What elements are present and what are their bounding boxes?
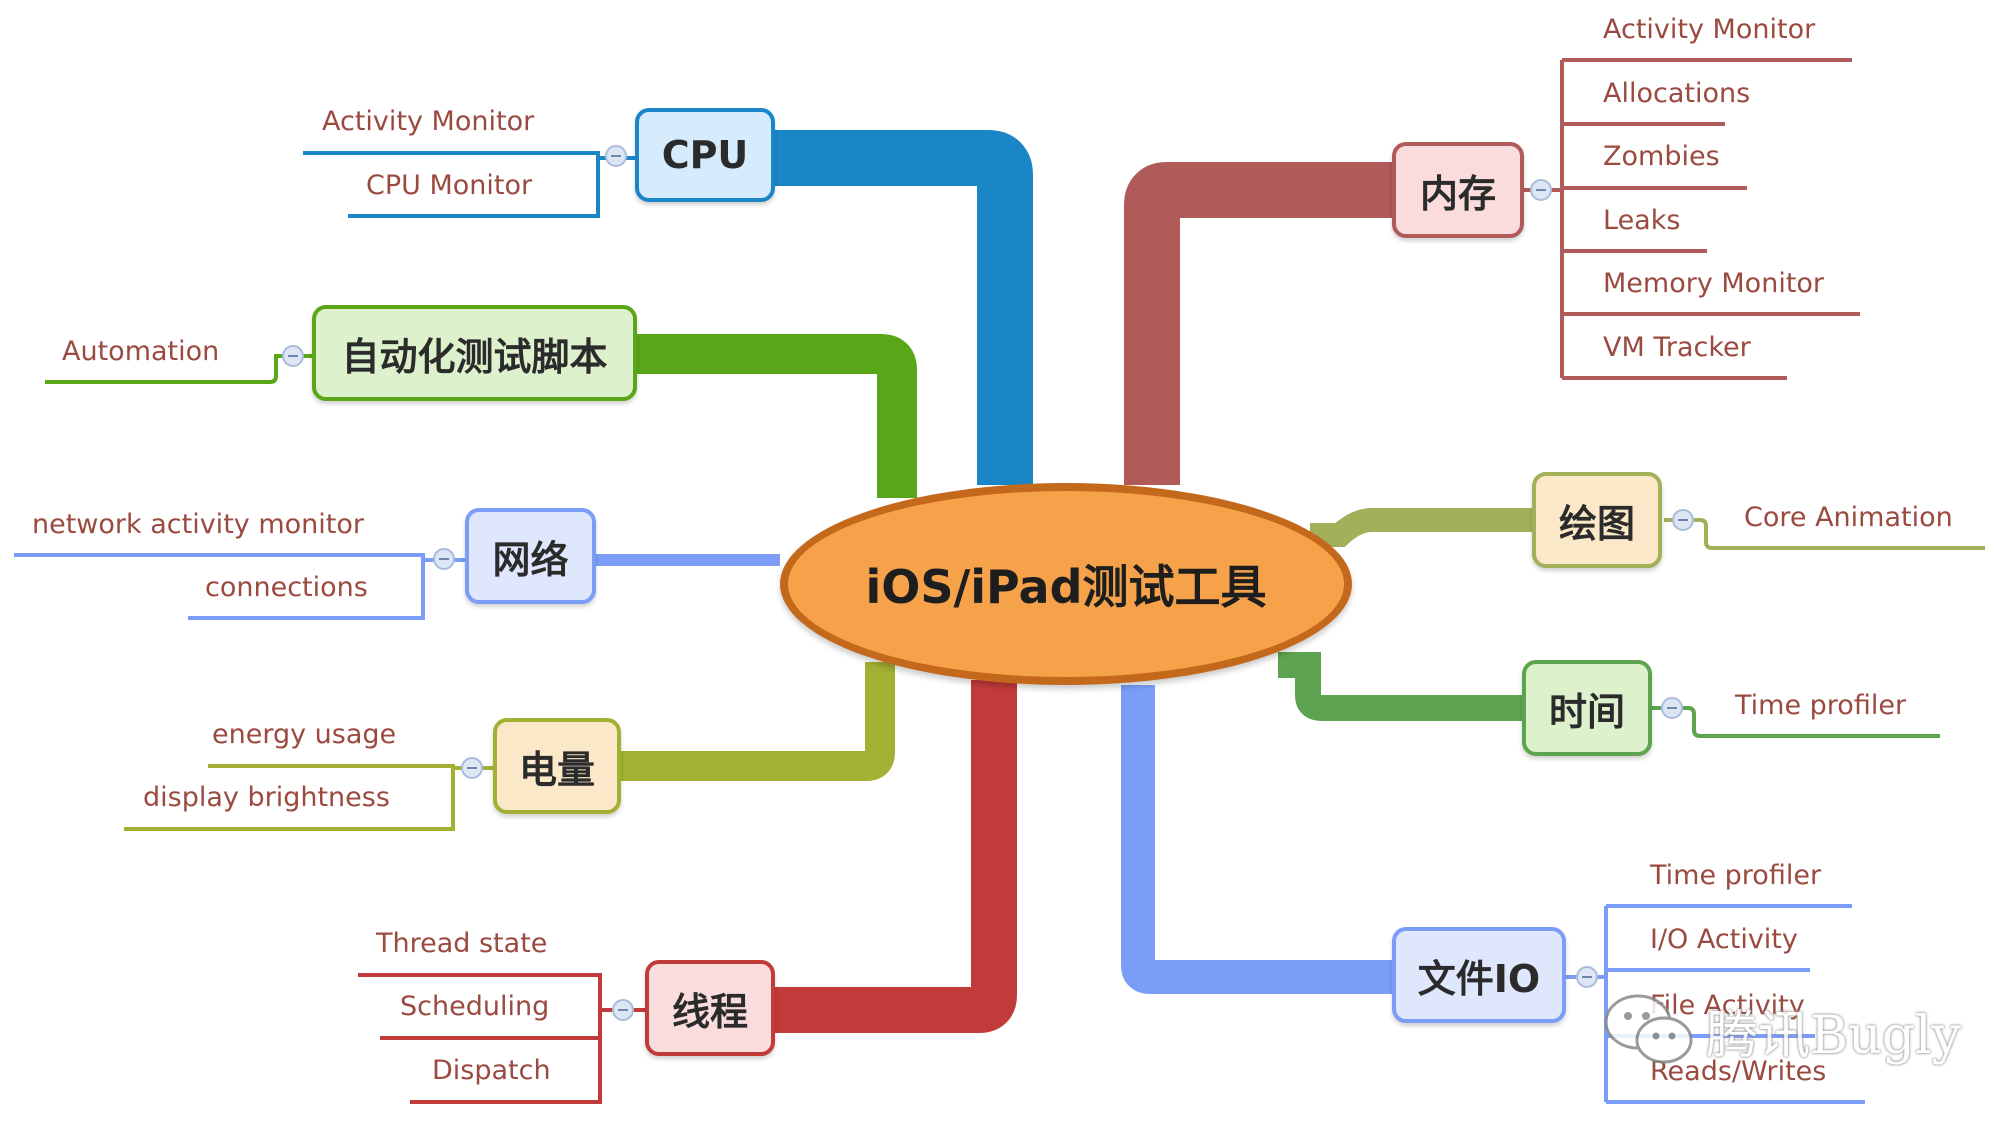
collapse-toggle-memory[interactable]	[1530, 179, 1552, 201]
central-topic[interactable]: iOS/iPad测试工具	[780, 483, 1352, 685]
leaf-memory-vm-tracker[interactable]: VM Tracker	[1603, 332, 1751, 363]
leaf-memory-allocations[interactable]: Allocations	[1603, 78, 1751, 109]
collapse-toggle-network[interactable]	[433, 548, 455, 570]
topic-drawing[interactable]: 绘图	[1532, 472, 1662, 568]
leaf-time-time-profiler[interactable]: Time profiler	[1735, 690, 1907, 721]
leaf-memory-leaks[interactable]: Leaks	[1603, 205, 1681, 236]
topic-cpu[interactable]: CPU	[635, 108, 775, 202]
leaf-network-activity-monitor[interactable]: network activity monitor	[32, 509, 364, 540]
connector-time	[1278, 652, 1525, 721]
leaf-drawing-core-animation[interactable]: Core Animation	[1744, 502, 1953, 533]
leaf-fileio-reads-writes[interactable]: Reads/Writes	[1650, 1056, 1827, 1087]
collapse-toggle-thread[interactable]	[612, 999, 634, 1021]
collapse-toggle-drawing[interactable]	[1672, 509, 1694, 531]
connector-thread	[775, 680, 1017, 1033]
collapse-toggle-time[interactable]	[1661, 697, 1683, 719]
leaf-fileio-file-activity[interactable]: File Activity	[1650, 990, 1805, 1021]
connector-power	[621, 662, 895, 781]
leaf-memory-activity-monitor[interactable]: Activity Monitor	[1603, 14, 1816, 45]
topic-power[interactable]: 电量	[493, 718, 621, 814]
leaf-network-connections[interactable]: connections	[205, 572, 368, 603]
leaf-fileio-time-profiler[interactable]: Time profiler	[1650, 860, 1822, 891]
collapse-toggle-fileio[interactable]	[1576, 966, 1598, 988]
topic-memory[interactable]: 内存	[1392, 142, 1524, 238]
leaf-memory-zombies[interactable]: Zombies	[1603, 141, 1720, 172]
topic-automation[interactable]: 自动化测试脚本	[312, 305, 637, 401]
leaf-cpu-cpu-monitor[interactable]: CPU Monitor	[366, 170, 533, 201]
watermark: 腾讯Bugly	[1602, 990, 1961, 1070]
topic-network[interactable]: 网络	[465, 508, 596, 604]
connector-drawing	[1310, 508, 1532, 547]
topic-thread[interactable]: 线程	[645, 960, 775, 1056]
leaf-power-display-brightness[interactable]: display brightness	[143, 782, 390, 813]
leaf-thread-scheduling[interactable]: Scheduling	[400, 991, 550, 1022]
leaf-thread-dispatch[interactable]: Dispatch	[432, 1055, 551, 1086]
topic-time[interactable]: 时间	[1522, 660, 1652, 756]
connector-memory	[1124, 162, 1392, 485]
topic-fileio[interactable]: 文件IO	[1392, 927, 1566, 1023]
leaf-fileio-io-activity[interactable]: I/O Activity	[1650, 924, 1798, 955]
collapse-toggle-cpu[interactable]	[605, 145, 627, 167]
watermark-text: 腾讯Bugly	[1706, 1005, 1961, 1066]
leaf-thread-state[interactable]: Thread state	[376, 928, 548, 959]
leaf-automation[interactable]: Automation	[62, 336, 220, 367]
leaf-cpu-activity-monitor[interactable]: Activity Monitor	[322, 106, 535, 137]
collapse-toggle-power[interactable]	[461, 757, 483, 779]
leaf-lines-drawing	[1664, 518, 1985, 550]
leaf-power-energy-usage[interactable]: energy usage	[212, 719, 397, 750]
connector-automation	[635, 334, 917, 498]
leaf-lines-automation	[45, 354, 312, 384]
connector-fileio	[1121, 685, 1392, 994]
wechat-icon	[1604, 994, 1693, 1064]
collapse-toggle-automation[interactable]	[282, 345, 304, 367]
leaf-memory-memory-monitor[interactable]: Memory Monitor	[1603, 268, 1825, 299]
connector-cpu	[775, 130, 1033, 485]
leaf-lines-time	[1652, 706, 1940, 738]
